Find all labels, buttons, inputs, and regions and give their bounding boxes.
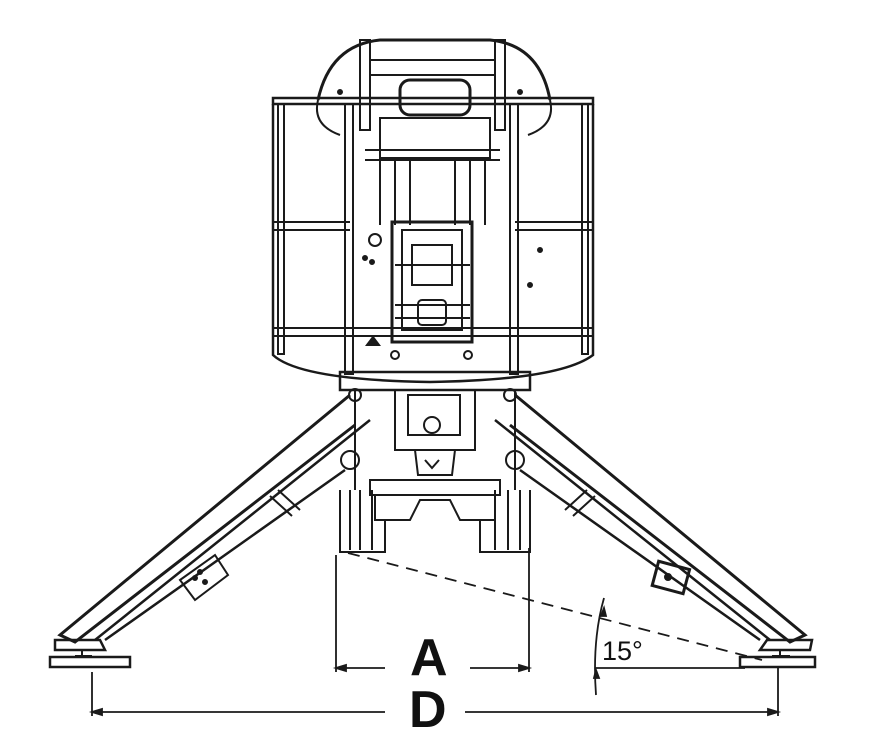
tracks <box>339 490 531 553</box>
chassis <box>338 370 532 521</box>
left-outrigger <box>48 388 371 669</box>
dimension-d-extension <box>91 668 779 716</box>
angle-dashed-line <box>347 552 763 661</box>
right-outrigger <box>494 388 817 669</box>
dimension-d-label: D <box>409 681 447 735</box>
angle-label: 15° <box>602 636 643 666</box>
dimension-lines <box>88 548 782 717</box>
dimension-a-label: A <box>410 629 448 687</box>
inner-frame <box>379 160 486 360</box>
platform-basket <box>271 96 595 384</box>
angle-arc <box>594 597 605 696</box>
dimension-a-extension <box>335 548 530 672</box>
